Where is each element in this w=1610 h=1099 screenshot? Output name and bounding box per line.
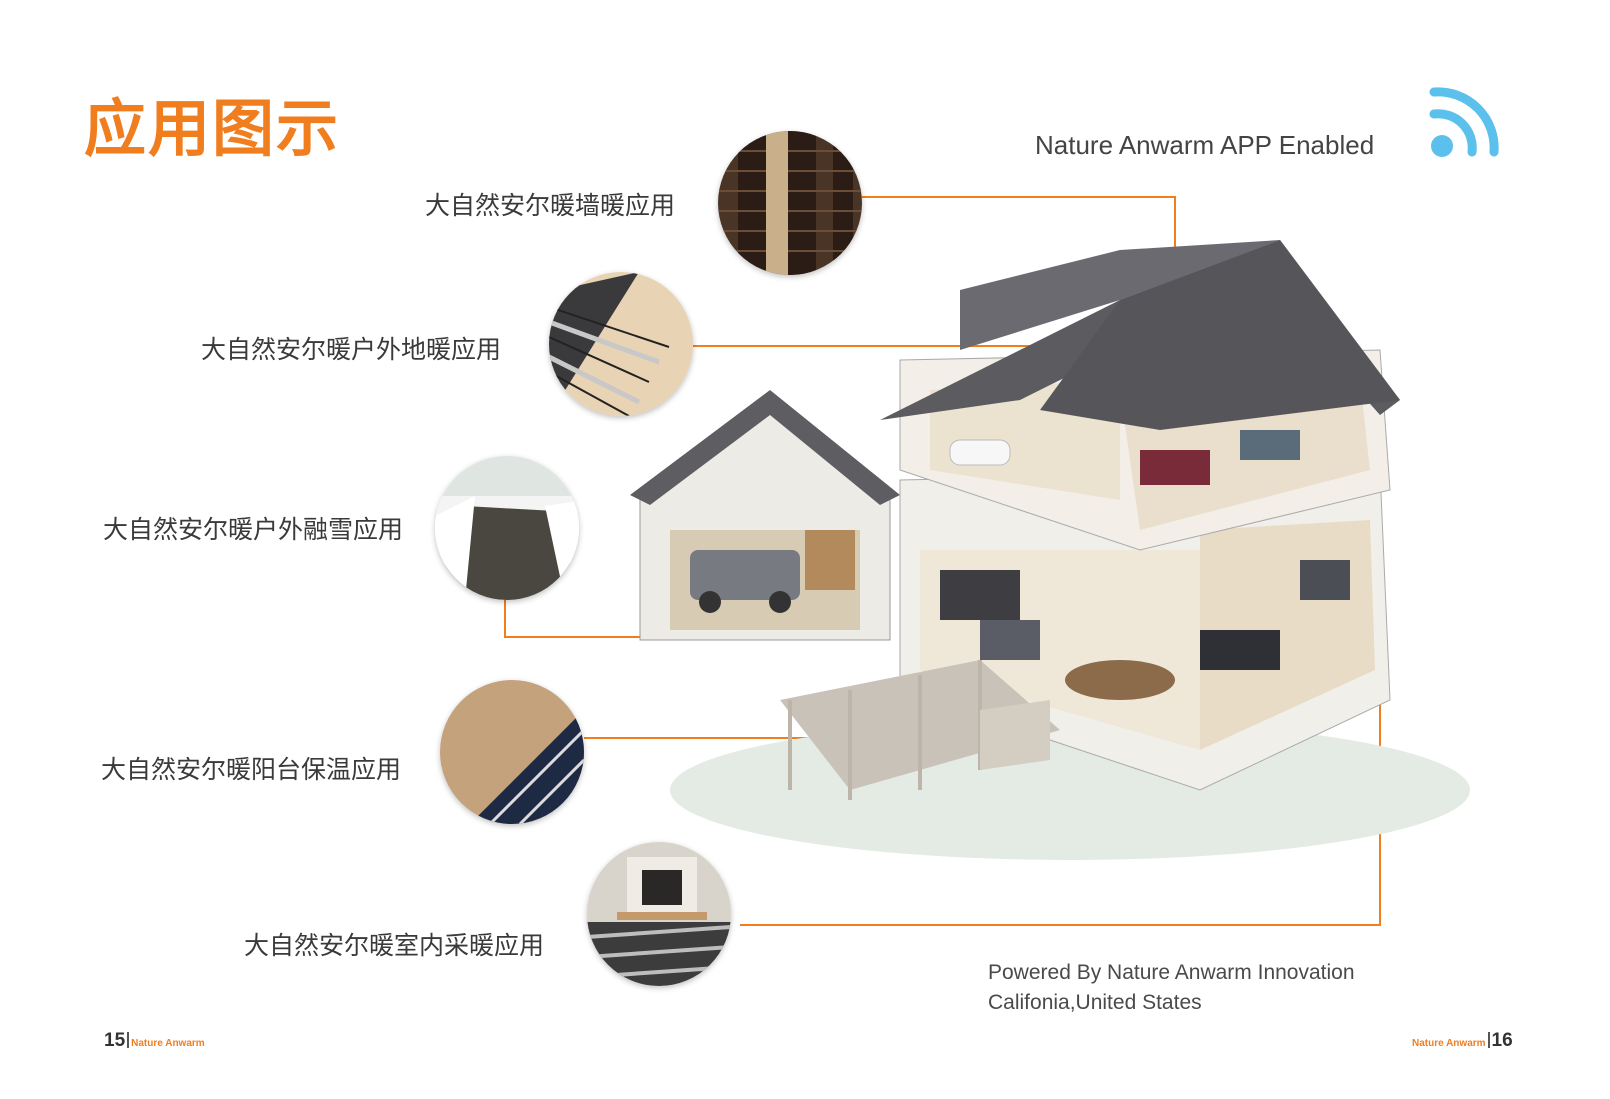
wifi-icon: [1429, 87, 1499, 157]
balcony-heating-photo: [440, 680, 584, 824]
wall-heating-photo: [718, 131, 862, 275]
powered-line-1: Powered By Nature Anwarm Innovation: [988, 961, 1355, 984]
page-number-right: 16: [1491, 1030, 1513, 1051]
page-title: 应用图示: [84, 92, 341, 165]
application-label: 大自然安尔暖阳台保温应用: [101, 755, 402, 784]
powered-line-2: Califonia,United States: [988, 991, 1202, 1014]
snow-melting-photo: [435, 456, 579, 600]
house-cutaway-illustration: [630, 240, 1470, 860]
application-label: 大自然安尔暖墙暖应用: [425, 191, 676, 220]
footer-separator: [1487, 1032, 1490, 1048]
application-label: 大自然安尔暖室内采暖应用: [244, 931, 545, 960]
application-label: 大自然安尔暖户外融雪应用: [103, 515, 404, 544]
footer-left: 15 Nature Anwarm: [104, 1030, 205, 1052]
page-number-left: 15: [104, 1030, 126, 1051]
footer-brand-right: Nature Anwarm: [1412, 1038, 1486, 1049]
powered-by-text: Powered By Nature Anwarm Innovation Cali…: [988, 958, 1355, 1018]
footer-right: Nature Anwarm 16: [1412, 1030, 1513, 1052]
outdoor-floor-heating-photo: [549, 272, 693, 416]
app-enabled-text: Nature Anwarm APP Enabled: [1035, 130, 1375, 160]
footer-brand-left: Nature Anwarm: [131, 1038, 205, 1049]
application-label: 大自然安尔暖户外地暖应用: [201, 335, 502, 364]
footer-separator: [127, 1032, 130, 1048]
indoor-heating-photo: [587, 842, 731, 986]
